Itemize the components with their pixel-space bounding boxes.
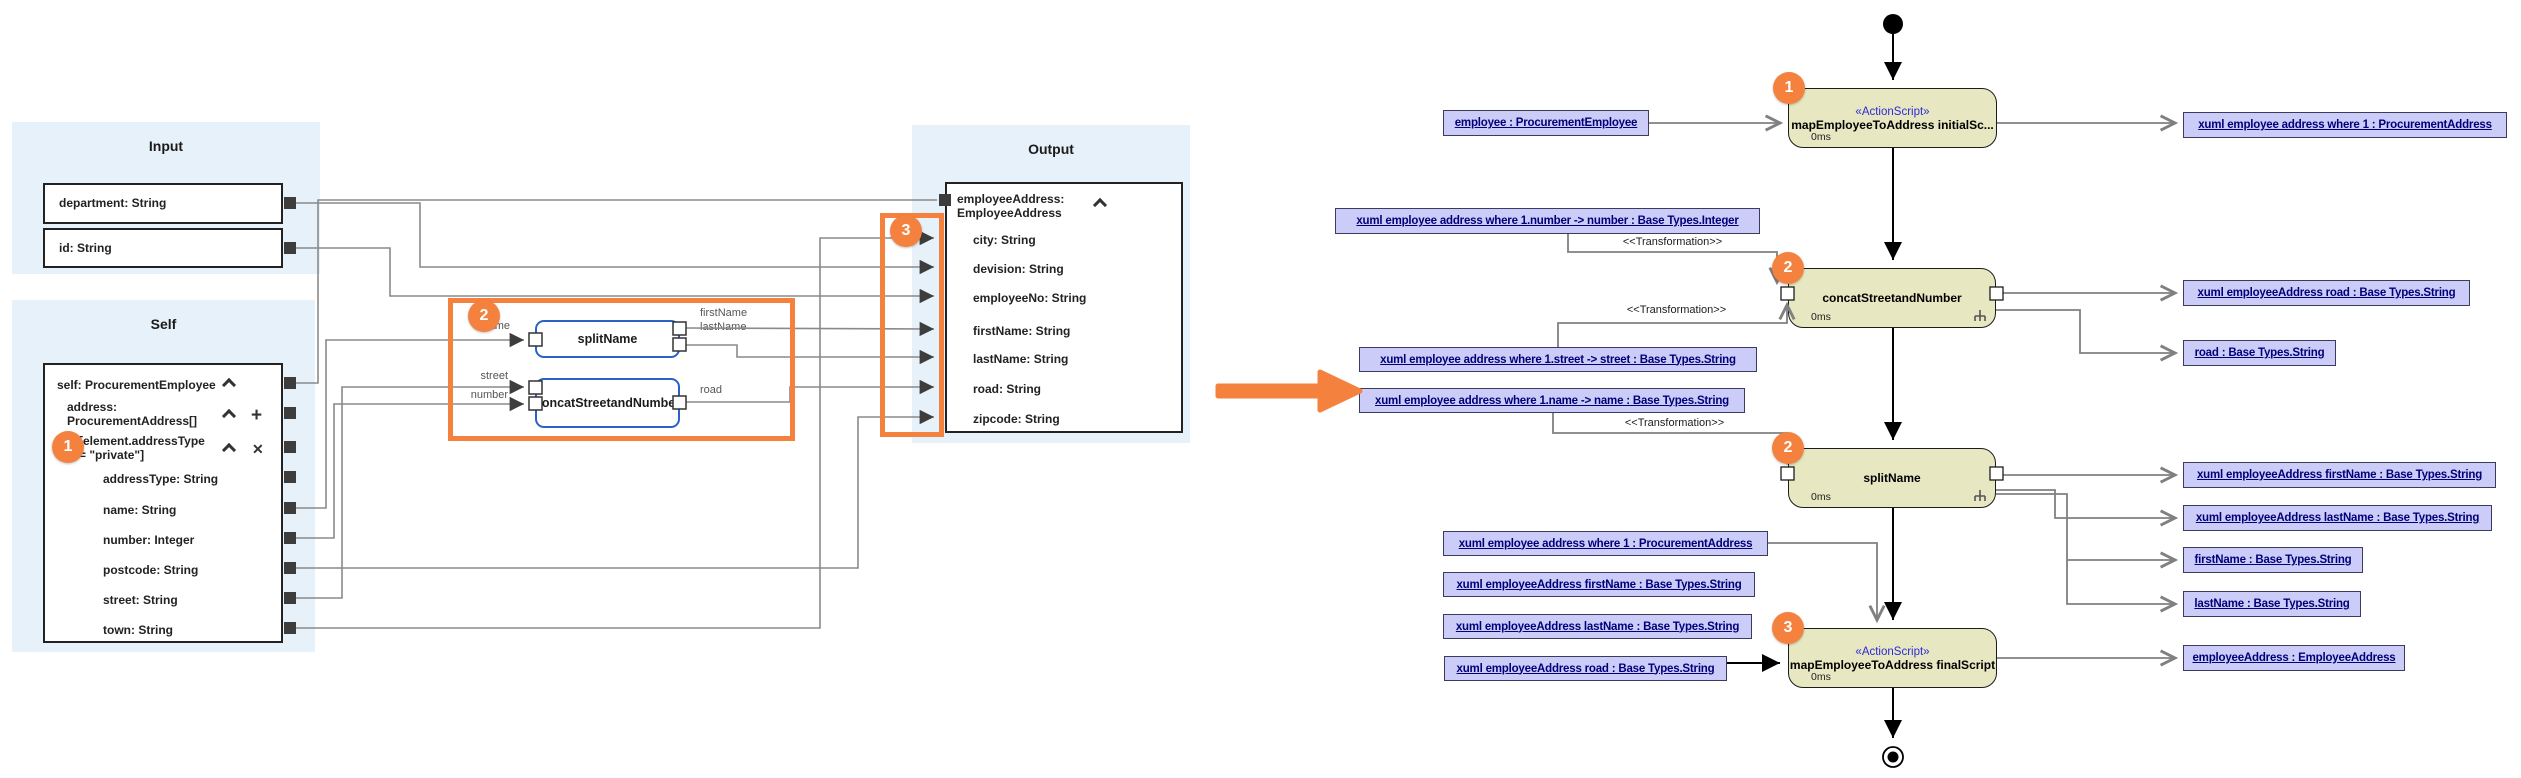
output-row-employeeNo[interactable]: employeeNo: String — [973, 290, 1087, 305]
action-node-concat[interactable]: concatStreetandNumber 0ms — [1788, 268, 1996, 328]
port-label-street: street — [480, 370, 508, 382]
transformation-label: <<Transformation>> — [1622, 236, 1723, 248]
action-node-splitName[interactable]: splitName 0ms — [1788, 448, 1996, 508]
self-row-number[interactable]: number: Integer — [103, 532, 195, 547]
transformation-label: <<Transformation>> — [1624, 417, 1725, 429]
object-node-road-xuml[interactable]: xuml employeeAddress road : Base Types.S… — [2183, 280, 2470, 306]
object-node-firstName-xuml[interactable]: xuml employeeAddress firstName : Base Ty… — [2183, 462, 2496, 488]
object-node-street-transform[interactable]: xuml employee address where 1.street -> … — [1359, 347, 1757, 372]
collapse-chevron-icon[interactable] — [221, 377, 237, 393]
add-filter-icon[interactable]: + — [251, 405, 263, 426]
step-badge-2: 2 — [468, 300, 500, 332]
collapse-chevron-icon[interactable] — [1092, 197, 1108, 213]
output-row-firstName[interactable]: firstName: String — [973, 323, 1071, 338]
collapse-chevron-icon[interactable] — [221, 408, 237, 424]
step-badge-3-activity: 3 — [1772, 612, 1804, 644]
self-tree-box: self: ProcurementEmployee address: Procu… — [43, 363, 283, 643]
object-node-firstName-bottom[interactable]: xuml employeeAddress firstName : Base Ty… — [1443, 572, 1755, 597]
step-badge-1: 1 — [52, 431, 84, 463]
big-orange-arrow — [1215, 369, 1363, 413]
self-row-town[interactable]: town: String — [103, 622, 173, 637]
self-panel-title: Self — [150, 316, 177, 332]
port-label-number: number — [470, 389, 508, 401]
object-node-lastName[interactable]: lastName : Base Types.String — [2183, 591, 2361, 617]
output-row-road[interactable]: road: String — [973, 381, 1041, 396]
self-row-name[interactable]: name: String — [103, 502, 177, 517]
object-node-road-bottom[interactable]: xuml employeeAddress road : Base Types.S… — [1444, 656, 1727, 681]
step-badge-3: 3 — [890, 215, 922, 247]
self-row-postcode[interactable]: postcode: String — [103, 562, 199, 577]
output-row-devision[interactable]: devision: String — [973, 261, 1064, 276]
self-row-street[interactable]: street: String — [103, 592, 178, 607]
object-node-road[interactable]: road : Base Types.String — [2183, 340, 2336, 366]
self-row-addressType[interactable]: addressType: String — [103, 471, 219, 486]
transformation-label: <<Transformation>> — [1626, 304, 1727, 316]
self-row-root[interactable]: self: ProcurementEmployee — [57, 377, 216, 392]
port-label-firstName: firstName — [700, 307, 748, 319]
object-node-lastName-xuml[interactable]: xuml employeeAddress lastName : Base Typ… — [2183, 505, 2492, 531]
step-badge-2-activity: 2 — [1772, 252, 1804, 284]
input-field-department[interactable]: department: String — [43, 183, 283, 224]
object-node-where1-top[interactable]: xuml employee address where 1 : Procurem… — [2183, 112, 2507, 138]
output-row-root[interactable]: employeeAddress: EmployeeAddress — [957, 191, 1065, 220]
rake-icon — [1974, 490, 1986, 501]
output-row-zipcode[interactable]: zipcode: String — [973, 411, 1060, 426]
final-node — [1882, 746, 1904, 768]
port-label-lastName: lastName — [700, 321, 747, 333]
object-node-firstName[interactable]: firstName : Base Types.String — [2183, 547, 2363, 573]
step-badge-1-activity: 1 — [1773, 72, 1805, 104]
self-row-address[interactable]: address: ProcurementAddress[] — [67, 399, 198, 428]
stereotype-label: «ActionScript» — [1855, 106, 1930, 118]
action-node-initial-script[interactable]: «ActionScript» mapEmployeeToAddress init… — [1788, 88, 1997, 148]
input-field-id[interactable]: id: String — [43, 228, 283, 268]
object-node-where1-bottom[interactable]: xuml employee address where 1 : Procurem… — [1443, 531, 1768, 556]
object-node-employeeAddress[interactable]: employeeAddress : EmployeeAddress — [2183, 645, 2405, 671]
output-panel-title: Output — [1028, 141, 1074, 157]
output-tree-box: employeeAddress: EmployeeAddress city: S… — [945, 182, 1183, 433]
step-badge-2-activity: 2 — [1772, 432, 1804, 464]
function-concatStreetandNumber[interactable]: concatStreetandNumber — [535, 378, 680, 428]
function-splitName[interactable]: splitName — [535, 320, 680, 358]
rake-icon — [1974, 310, 1986, 321]
port-label-road: road — [700, 384, 723, 396]
object-node-name-transform[interactable]: xuml employee address where 1.name -> na… — [1359, 388, 1745, 413]
object-node-employee[interactable]: employee : ProcurementEmployee — [1443, 110, 1649, 136]
output-row-lastName[interactable]: lastName: String — [973, 351, 1069, 366]
action-node-final-script[interactable]: «ActionScript» mapEmployeeToAddress fina… — [1788, 628, 1997, 688]
output-row-city[interactable]: city: String — [973, 232, 1036, 247]
object-node-lastName-bottom[interactable]: xuml employeeAddress lastName : Base Typ… — [1443, 614, 1752, 639]
self-row-filter[interactable]: [element.addressType = "private"] — [79, 433, 205, 462]
initial-node — [1883, 14, 1903, 34]
remove-filter-icon[interactable]: ✕ — [252, 441, 264, 457]
object-node-number-transform[interactable]: xuml employee address where 1.number -> … — [1335, 208, 1760, 234]
collapse-chevron-icon[interactable] — [221, 442, 237, 458]
input-panel-title: Input — [148, 138, 184, 154]
stereotype-label: «ActionScript» — [1855, 646, 1930, 658]
